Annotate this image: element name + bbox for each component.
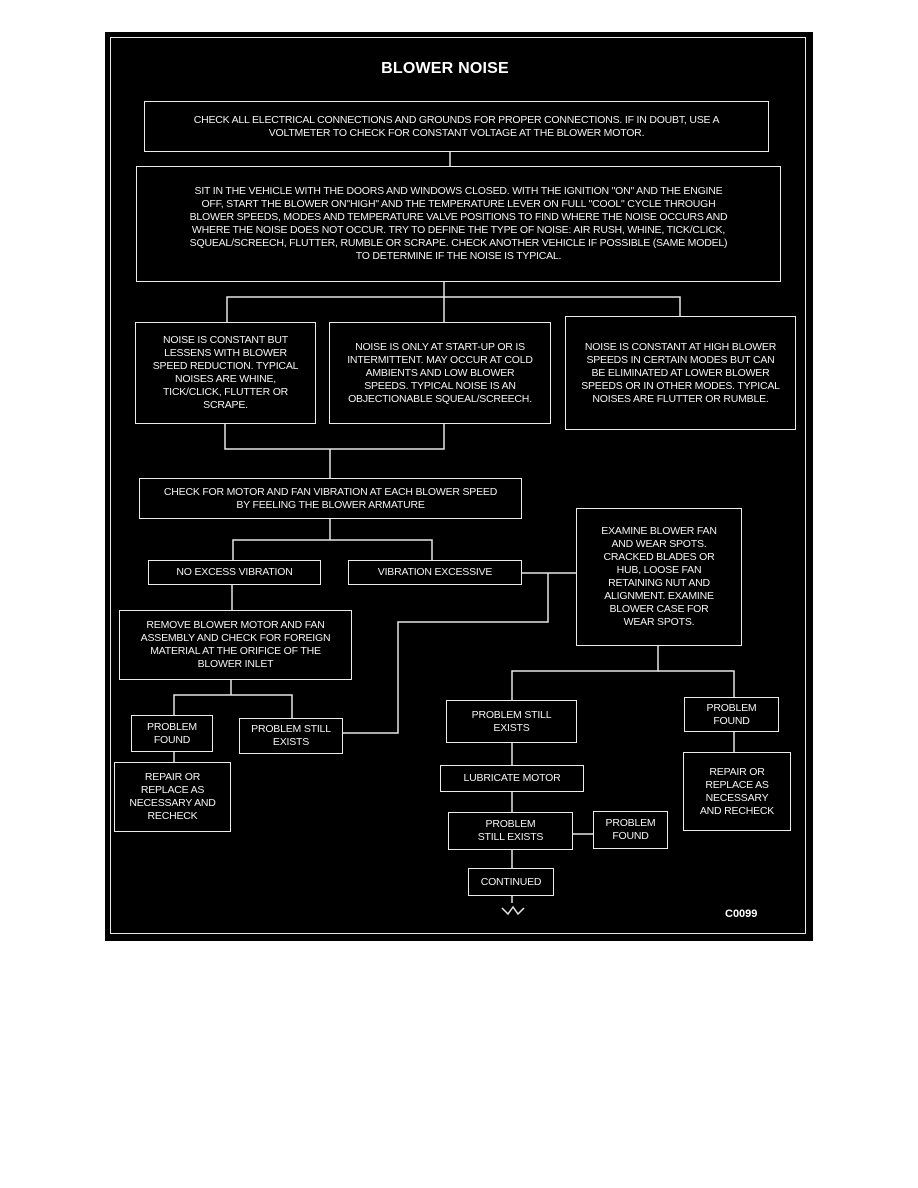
check-vibration-box: CHECK FOR MOTOR AND FAN VIBRATION AT EAC… bbox=[139, 478, 522, 519]
sit-in-vehicle-box: SIT IN THE VEHICLE WITH THE DOORS AND WI… bbox=[136, 166, 781, 282]
vibration-excessive-box: VIBRATION EXCESSIVE bbox=[348, 560, 522, 585]
problem-found-right-box: PROBLEM FOUND bbox=[684, 697, 779, 732]
noise-startup-box: NOISE IS ONLY AT START-UP OR IS INTERMIT… bbox=[329, 322, 551, 424]
diagram-panel bbox=[105, 32, 813, 941]
noise-high-blower-box: NOISE IS CONSTANT AT HIGH BLOWER SPEEDS … bbox=[565, 316, 796, 430]
continued-box: CONTINUED bbox=[468, 868, 554, 896]
continue-arrow-icon bbox=[501, 905, 525, 916]
problem-still-exists-mid-box: PROBLEM STILL EXISTS bbox=[446, 700, 577, 743]
problem-still-exists-left-box: PROBLEM STILL EXISTS bbox=[239, 718, 343, 754]
diagram-title: BLOWER NOISE bbox=[381, 60, 509, 77]
noise-constant-lessens-box: NOISE IS CONSTANT BUT LESSENS WITH BLOWE… bbox=[135, 322, 316, 424]
lubricate-motor-box: LUBRICATE MOTOR bbox=[440, 765, 584, 792]
problem-found-left-box: PROBLEM FOUND bbox=[131, 715, 213, 752]
examine-fan-box: EXAMINE BLOWER FAN AND WEAR SPOTS. CRACK… bbox=[576, 508, 742, 646]
repair-left-box: REPAIR OR REPLACE AS NECESSARY AND RECHE… bbox=[114, 762, 231, 832]
remove-motor-box: REMOVE BLOWER MOTOR AND FAN ASSEMBLY AND… bbox=[119, 610, 352, 680]
figure-code: C0099 bbox=[725, 908, 758, 920]
check-connections-box: CHECK ALL ELECTRICAL CONNECTIONS AND GRO… bbox=[144, 101, 769, 152]
problem-still-exists-low-box: PROBLEM STILL EXISTS bbox=[448, 812, 573, 850]
no-excess-vibration-box: NO EXCESS VIBRATION bbox=[148, 560, 321, 585]
problem-found-low-box: PROBLEM FOUND bbox=[593, 811, 668, 849]
repair-right-box: REPAIR OR REPLACE AS NECESSARY AND RECHE… bbox=[683, 752, 791, 831]
